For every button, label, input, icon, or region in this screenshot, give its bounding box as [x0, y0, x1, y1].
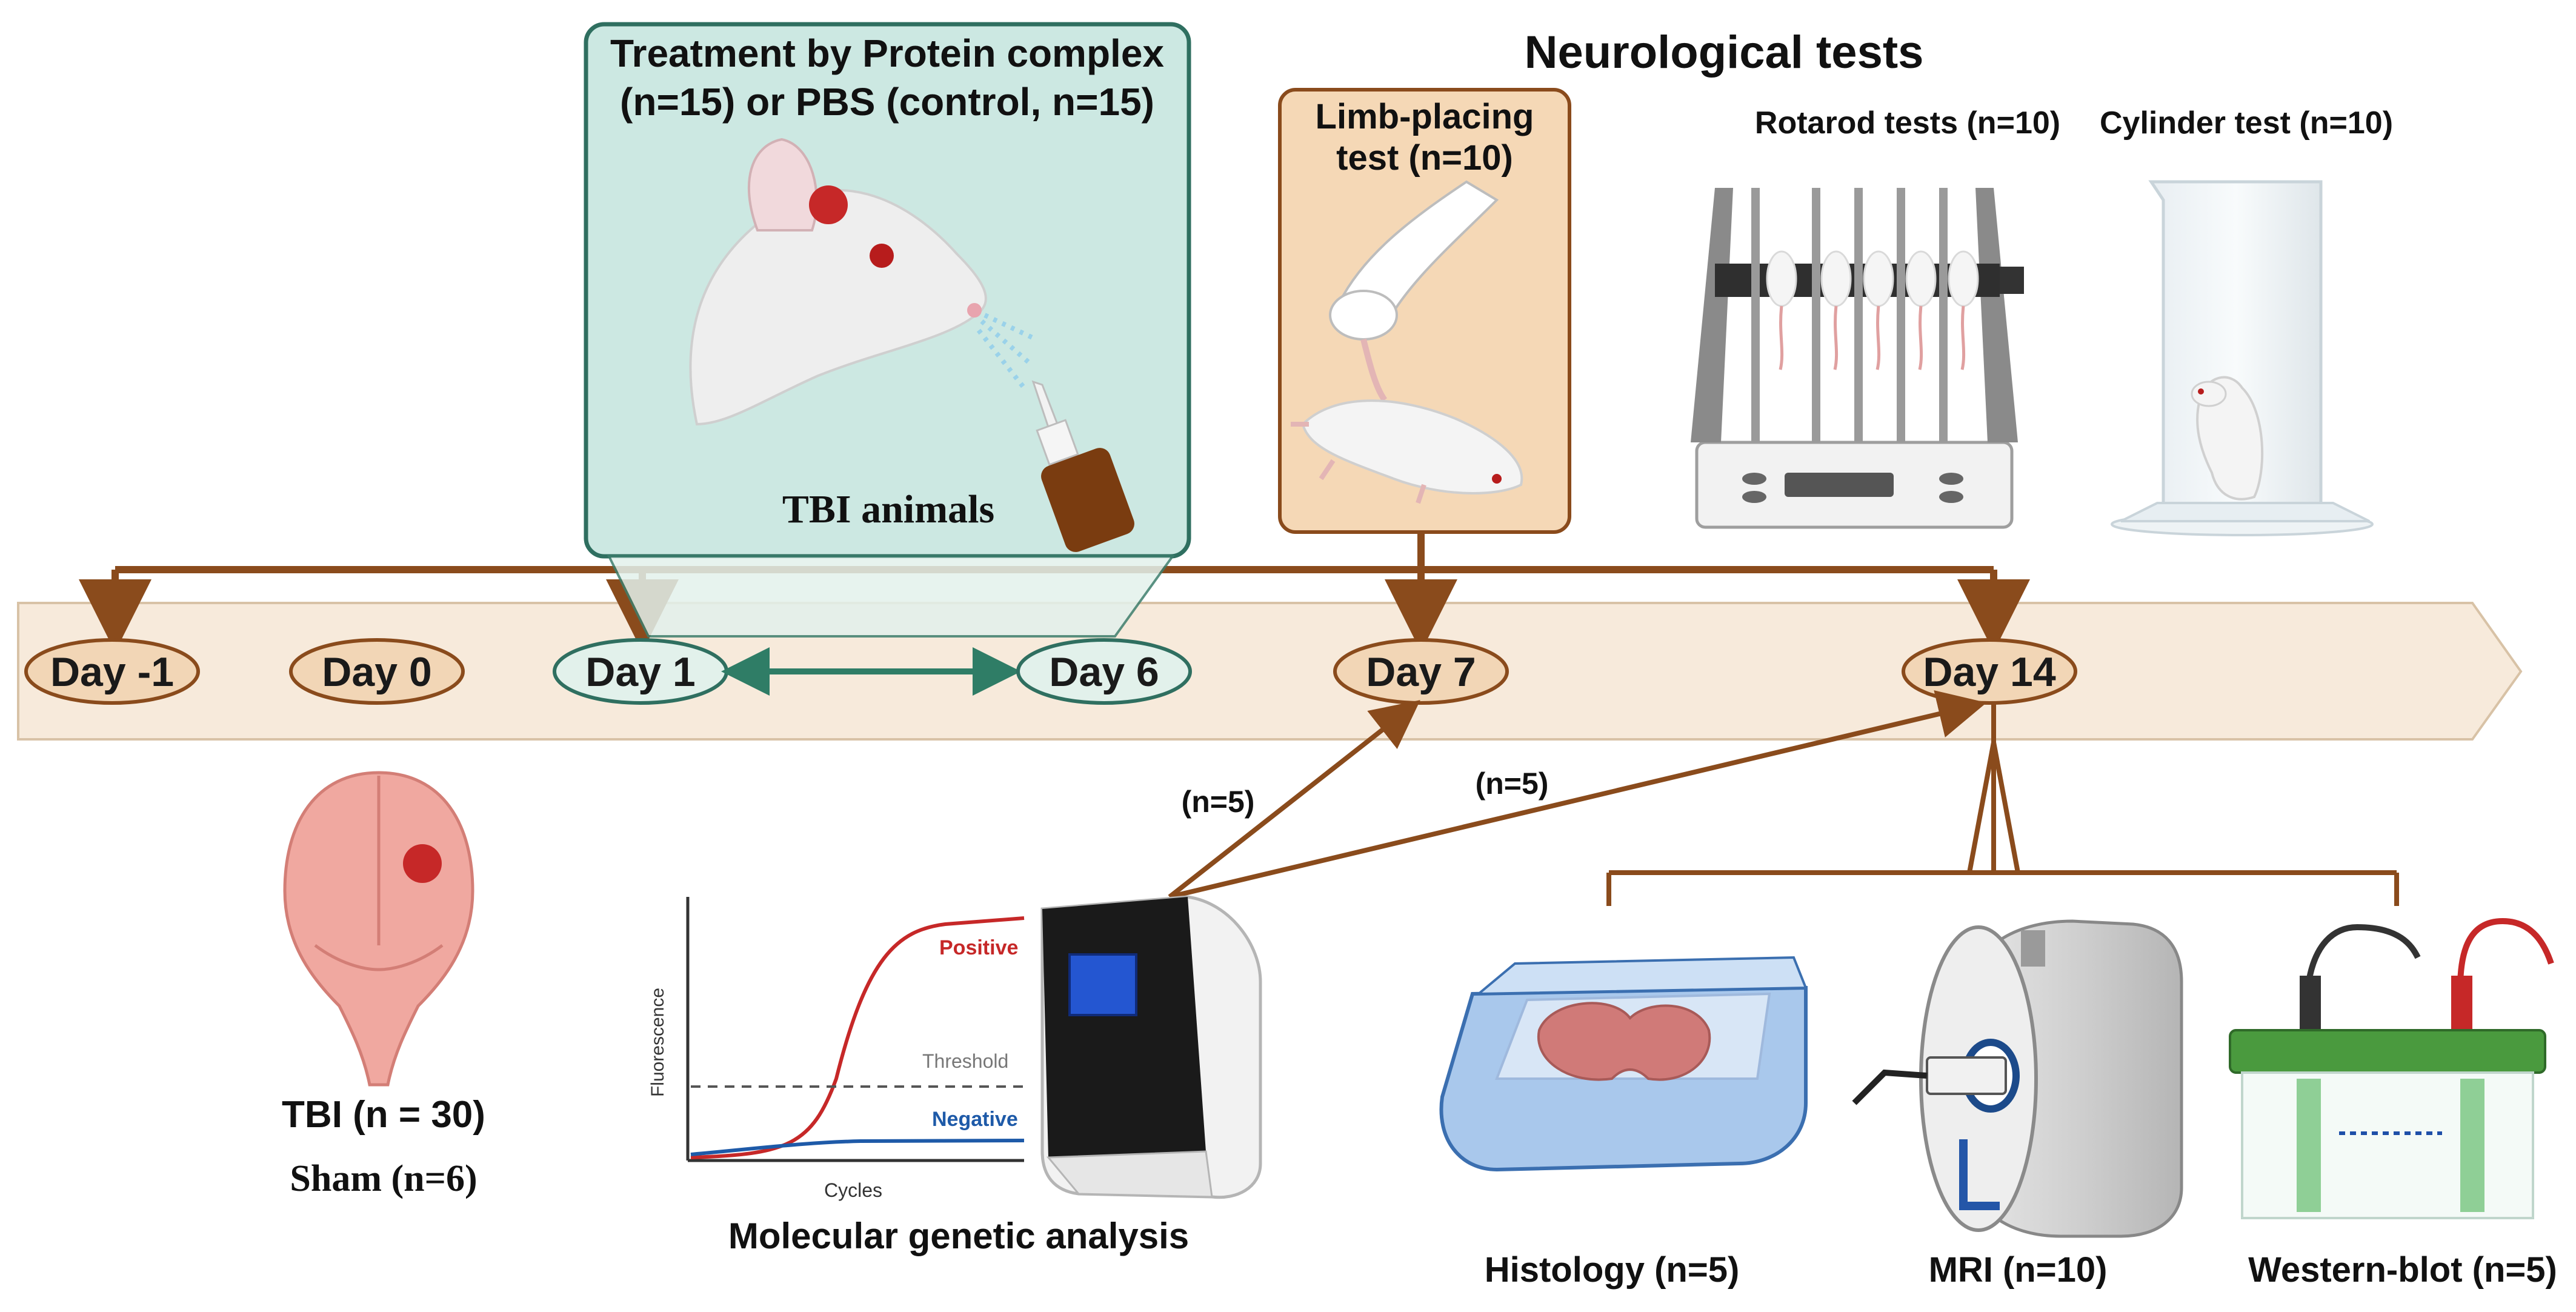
day-label: Day 1 [585, 649, 695, 695]
day-marker-7: Day 7 [1333, 638, 1509, 705]
limb-box-line2: test (n=10) [1336, 138, 1513, 178]
hand-holding-rat-illustration [1291, 180, 1523, 504]
threshold-label: Threshold [922, 1050, 1008, 1072]
mri-scanner-illustration [1852, 919, 2183, 1238]
brain-illustration [283, 771, 474, 1087]
qpcr-machine-illustration [1040, 895, 1262, 1199]
page-title: Neurological tests [1525, 27, 1924, 78]
day-marker-14: Day 14 [1902, 638, 2077, 705]
cylinder-label: Cylinder test (n=10) [2100, 105, 2393, 141]
molecular-caption: Molecular genetic analysis [728, 1216, 1189, 1256]
histology-slide-illustration [1439, 956, 1808, 1172]
n-day14-label: (n=5) [1476, 767, 1549, 801]
rotarod-illustration [1691, 188, 2024, 529]
day-label: Day 6 [1049, 649, 1159, 695]
rat-head-illustration [689, 138, 1037, 426]
limb-box-line1: Limb-placing [1316, 97, 1534, 136]
day-label: Day 7 [1366, 649, 1476, 695]
mri-label: MRI (n=10) [1929, 1250, 2108, 1290]
xaxis-label: Cycles [824, 1179, 882, 1201]
day-label: Day 0 [322, 649, 431, 695]
day-label: Day 14 [1923, 649, 2055, 695]
cylinder-illustration [2111, 180, 2374, 536]
treatment-zoom-connector [607, 555, 1175, 638]
sham-group-label: Sham (n=6) [290, 1158, 477, 1199]
negative-label: Negative [932, 1108, 1018, 1131]
western-blot-illustration [2229, 917, 2554, 1219]
yaxis-label: Fluorescence [648, 988, 668, 1097]
molecular-arrows [1168, 690, 1987, 899]
limb-placing-box: Limb-placing test (n=10) [1278, 88, 1571, 534]
treatment-caption: TBI animals [782, 487, 994, 531]
day-marker-minus1: Day -1 [24, 638, 200, 705]
treatment-title-line1: Treatment by Protein complex [610, 32, 1164, 75]
nasal-spray-bottle-illustration [1031, 380, 1134, 552]
analysis-bracket [1606, 704, 2399, 906]
day-marker-6: Day 6 [1016, 638, 1192, 705]
tbi-group-label: TBI (n = 30) [282, 1094, 485, 1136]
day-label: Day -1 [50, 649, 174, 695]
histology-label: Histology (n=5) [1485, 1250, 1740, 1290]
rotarod-label: Rotarod tests (n=10) [1755, 105, 2060, 141]
n-day7-label: (n=5) [1182, 785, 1255, 819]
day-marker-0: Day 0 [289, 638, 465, 705]
treatment-box: Treatment by Protein complex (n=15) or P… [584, 22, 1191, 559]
qpcr-amplification-graph: Positive Threshold Negative Cycles Fluor… [648, 897, 1025, 1201]
day-marker-1: Day 1 [553, 638, 728, 705]
treatment-title-line2: (n=15) or PBS (control, n=15) [620, 80, 1154, 124]
western-label: Western-blot (n=5) [2248, 1250, 2557, 1290]
positive-curve [690, 916, 1025, 1159]
negative-curve [690, 1139, 1025, 1156]
positive-label: Positive [939, 936, 1018, 959]
